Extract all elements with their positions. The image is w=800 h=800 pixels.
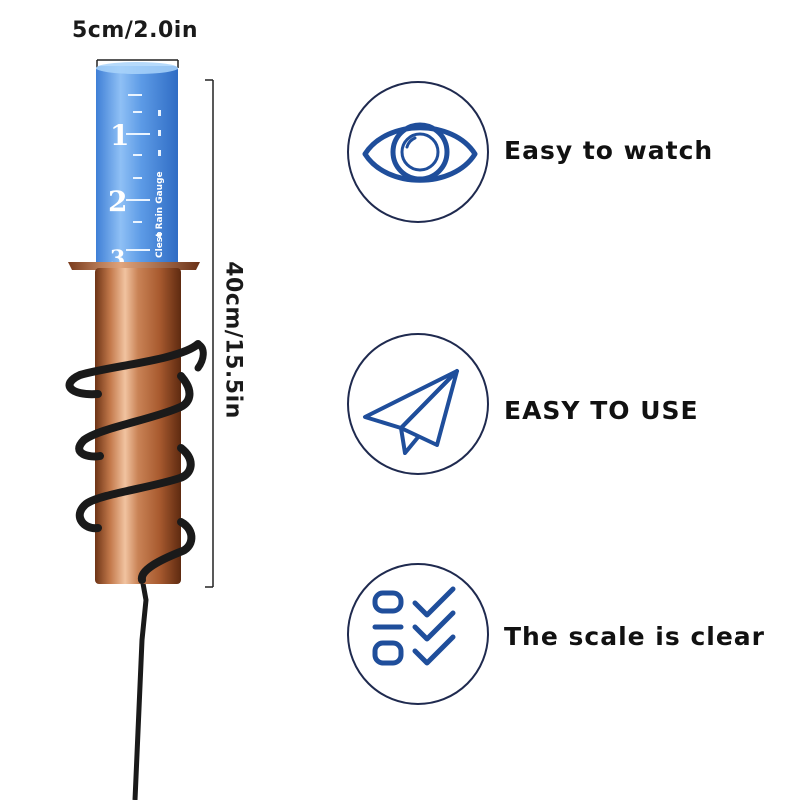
height-dimension-bracket: [205, 79, 214, 588]
measuring-tube: [96, 62, 178, 271]
feature-label-scale-clear: The scale is clear: [504, 622, 766, 651]
feature-badge-easy-to-watch: [347, 81, 489, 223]
height-dimension-label: 40cm/15.5in: [220, 261, 246, 419]
scale-number-2: 2: [108, 185, 127, 218]
rain-gauge-illustration: 1 2 3 Clest Rain Gauge: [65, 59, 214, 800]
width-dimension-label: 5cm/2.0in: [72, 18, 198, 43]
metal-coil-spiral: [65, 340, 207, 584]
tube-brand-text: Clest Rain Gauge: [155, 171, 165, 258]
ground-stake: [132, 577, 149, 800]
feature-badge-scale-clear: [347, 563, 489, 705]
feature-label-easy-to-use: EASY TO USE: [504, 396, 699, 425]
feature-label-easy-to-watch: Easy to watch: [504, 136, 714, 165]
eye-icon: [362, 122, 478, 183]
paper-plane-icon: [363, 369, 459, 455]
width-dimension-bracket: [96, 59, 179, 68]
checklist-icon: [372, 586, 456, 666]
feature-badge-easy-to-use: [347, 333, 489, 475]
copper-holder: [95, 268, 181, 584]
scale-number-1: 1: [110, 119, 129, 152]
